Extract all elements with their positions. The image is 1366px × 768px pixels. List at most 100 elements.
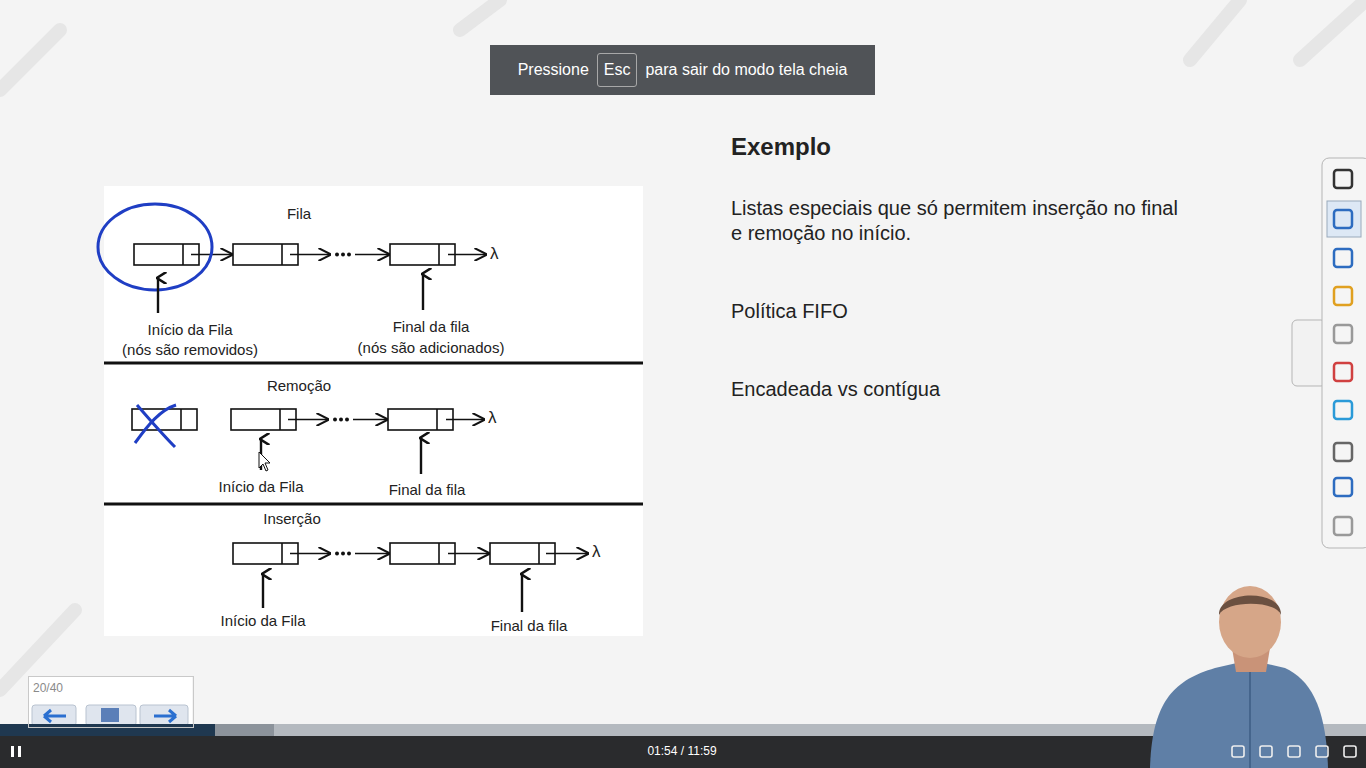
ellipsis-dot [335,552,339,556]
ellipsis-dot [345,418,349,422]
pointer-arrow [353,419,387,421]
text-label: λ [592,542,601,562]
text-label: Início da Fila (nós são removidos) [122,320,258,360]
toast-text: para sair do modo tela cheia [645,61,847,79]
list-node-divider [182,244,184,265]
pointer-arrow [355,553,389,555]
key-box: Esc [597,53,638,87]
toolbar-tab [1292,320,1326,386]
text-label: Fila [287,205,311,223]
text-label: λ [490,244,499,264]
next-arrow-icon [154,710,176,722]
progress-buffer [0,724,274,736]
position-arrow [157,278,159,313]
key-text: Esc [604,61,631,79]
toast-text: Pressione [518,61,589,79]
text-label: Listas especiais que só permitem inserçã… [731,196,1178,246]
list-node-divider [436,409,438,430]
pointer-arrow [290,553,330,555]
ellipsis-dot [341,552,345,556]
text-label: Exemplo [731,132,831,161]
removed-cross [135,405,176,447]
control-icon [1288,746,1300,757]
control-icon [1232,746,1244,757]
list-node [388,409,453,430]
toolbar-icon [1334,325,1352,343]
nav-button [32,705,76,726]
mouse-cursor [259,452,270,471]
position-arrow [422,274,424,310]
text-label: Inserção [263,510,321,528]
pause-icon [11,746,14,757]
pointer-arrow [288,419,328,421]
list-node-divider [438,244,440,265]
text-label: λ [488,408,497,428]
page-panel-background [28,676,192,728]
playback-time: 01:54 / 11:59 [647,744,716,758]
ellipsis-dot [335,253,339,257]
decor-stripe [1190,0,1240,60]
separator-line [104,503,643,506]
presenter-hair [1219,595,1281,615]
list-node-divider [438,543,440,564]
text-label: Início da Fila [218,478,303,496]
presenter-head [1219,586,1281,658]
text-label: Final da fila (nós são adicionados) [358,316,505,358]
toolbar-icon [1334,287,1352,305]
pointer-arrow [448,553,489,555]
ellipsis-dot [341,253,345,257]
prev-arrow-icon [44,710,66,722]
toolbar-icon [1334,170,1352,188]
pointer-arrow [355,254,389,256]
text-label: Final da fila [389,481,466,499]
position-arrow [420,438,422,474]
list-node-divider [538,543,540,564]
text-label: Encadeada vs contígua [731,377,940,401]
shirt-placket [1249,672,1251,768]
list-node-divider [281,543,283,564]
text-label: Remoção [267,377,331,395]
toolbar-panel [1322,158,1366,548]
text-label: Início da Fila [220,612,305,630]
decor-stripe [460,0,500,30]
nav-button [86,705,136,726]
list-node [233,543,298,564]
pause-icon [18,746,21,757]
position-arrow [521,574,523,612]
pointer-arrow [448,254,486,256]
ellipsis-dot [333,418,337,422]
ellipsis-dot [347,253,351,257]
list-node-divider [180,409,182,430]
list-node [233,244,298,265]
control-icon [1316,746,1328,757]
toolbar-icon [1334,210,1352,228]
list-node-divider [281,244,283,265]
list-node-divider [279,409,281,430]
highlight-circle [98,204,212,290]
control-icon [1344,746,1356,757]
fullscreen-toast: Pressione para sair do modo tela cheia Esc [490,45,876,95]
decor-stripe [1300,0,1366,60]
toolbar-icon [1334,517,1352,535]
progress-played [0,724,215,736]
diagram-panel [104,186,643,636]
list-node [390,244,455,265]
presenter-shirt [1150,660,1328,768]
separator-line [104,362,643,365]
list-node [490,543,555,564]
list-node [231,409,296,430]
pages-icon [101,708,119,722]
page-counter-panel: 20/40 [28,676,194,728]
pointer-arrow [546,553,588,555]
list-node [390,543,455,564]
toolbar-icon [1334,443,1352,461]
nav-button [140,705,188,726]
decor-stripe [0,30,60,90]
toolbar-selected [1327,201,1361,237]
ellipsis-dot [339,418,343,422]
position-arrow [262,574,264,608]
toolbar-icon [1334,363,1352,381]
